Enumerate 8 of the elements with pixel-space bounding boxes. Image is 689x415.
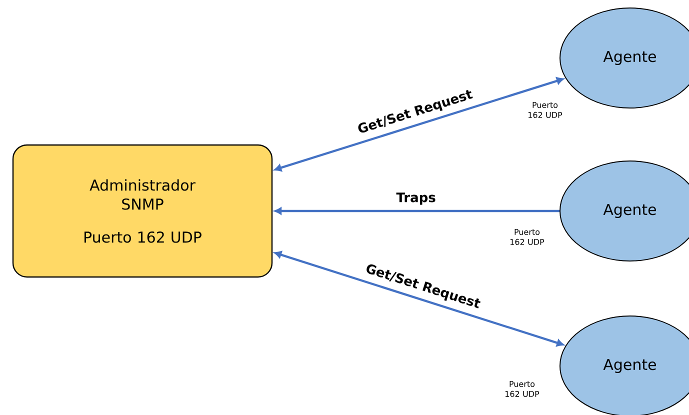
process-box: Administrador SNMP Puerto 162 UDP bbox=[12, 144, 273, 278]
arrow bbox=[274, 207, 560, 215]
port-label: Puerto 162 UDP bbox=[510, 229, 544, 245]
port-label: Puerto 162 UDP bbox=[506, 381, 540, 397]
edge-label: Traps bbox=[396, 192, 436, 205]
arrow bbox=[274, 251, 564, 346]
port-label: Puerto 162 UDP bbox=[528, 102, 562, 118]
arrow bbox=[274, 77, 564, 172]
